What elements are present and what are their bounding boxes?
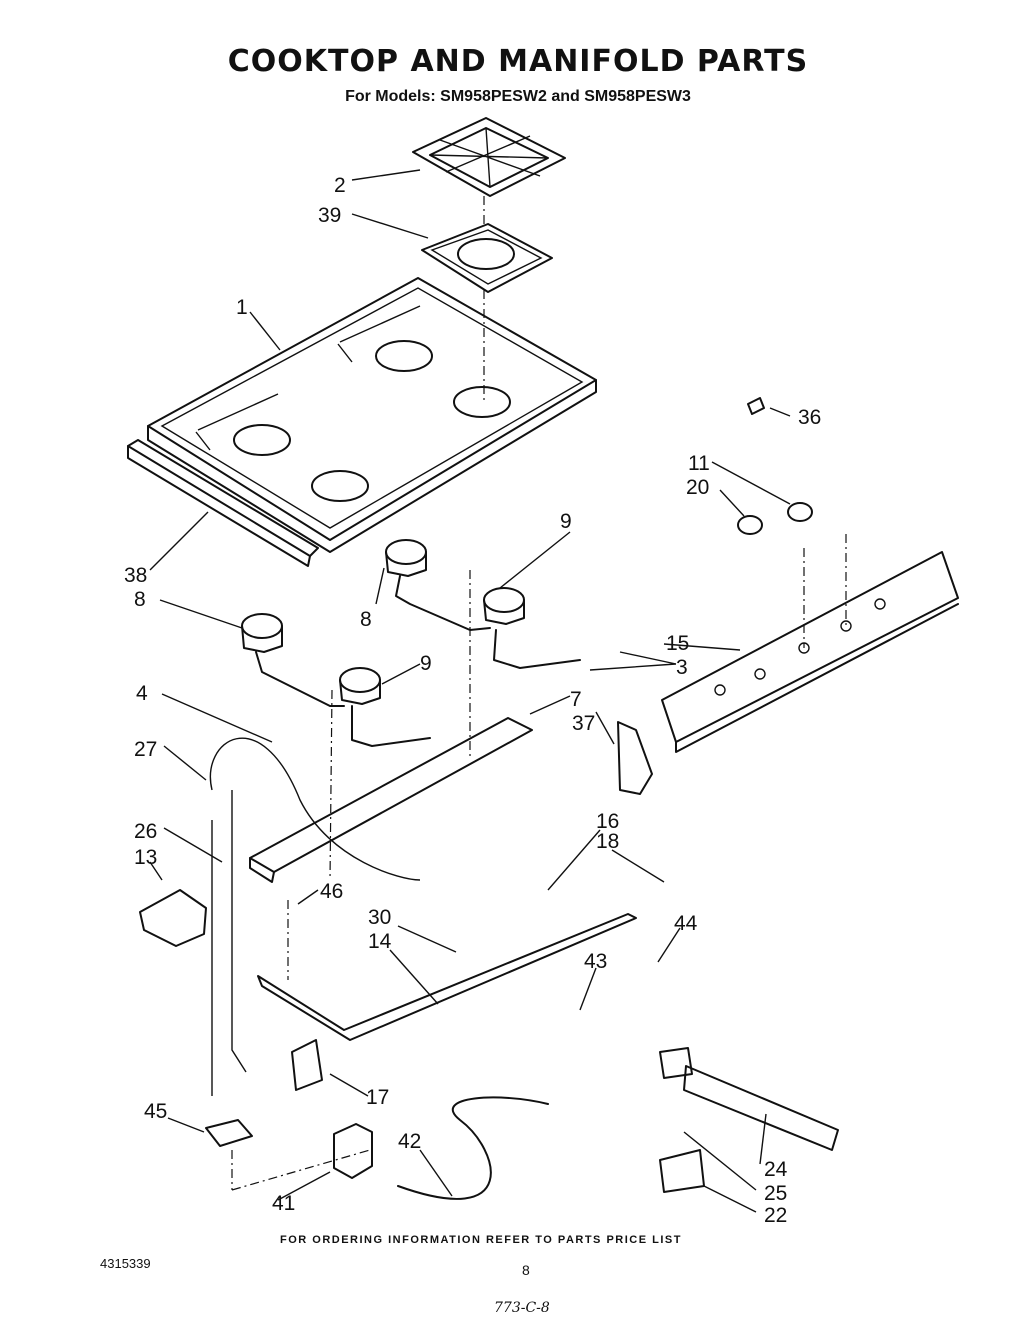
callout-numbers: 2 39 1 36 11 20 38 9 8 15 3 8 9 4 7 37 2… [124, 174, 821, 1227]
callout-30: 30 [368, 906, 391, 929]
callout-25: 25 [764, 1182, 787, 1205]
callout-3: 3 [676, 656, 688, 679]
callout-20: 20 [686, 476, 709, 499]
mounting-bracket [291, 1039, 323, 1091]
control-knobs [737, 397, 813, 535]
control-panel-rail [661, 551, 959, 753]
callout-38: 38 [124, 564, 147, 587]
callout-11: 11 [688, 452, 710, 475]
callout-2: 2 [334, 174, 346, 197]
pilot-tubing [211, 790, 247, 1096]
flexible-gas-line [397, 1096, 549, 1200]
front-trim-strip [127, 439, 319, 567]
callout-45: 45 [144, 1100, 167, 1123]
callout-7: 7 [570, 688, 582, 711]
callout-17: 17 [366, 1086, 389, 1109]
callout-26: 26 [134, 820, 157, 843]
callout-44: 44 [674, 912, 698, 935]
callout-13: 13 [134, 846, 157, 869]
callout-1: 1 [236, 296, 248, 319]
callout-16: 16 [596, 810, 619, 833]
page-title: COOKTOP AND MANIFOLD PARTS [227, 44, 809, 79]
callout-36: 36 [798, 406, 821, 429]
oven-burner-tube [257, 913, 637, 1041]
callout-27: 27 [134, 738, 157, 761]
callout-leaders [149, 169, 791, 1213]
callout-37: 37 [572, 712, 595, 735]
callout-14: 14 [368, 930, 392, 953]
callout-15: 15 [666, 632, 689, 655]
callout-24: 24 [764, 1158, 788, 1181]
cooktop-panel [147, 277, 597, 553]
callout-43: 43 [584, 950, 607, 973]
callout-39: 39 [318, 204, 341, 227]
side-bracket [617, 721, 653, 795]
callout-8-rear: 8 [360, 608, 372, 631]
callout-41: 41 [272, 1192, 295, 1215]
front-burner-assembly [241, 613, 431, 747]
manifold-bracket [249, 717, 533, 883]
burner-grate [412, 117, 566, 197]
page-number: 8 [522, 1262, 530, 1278]
oven-burner [659, 1047, 839, 1193]
callout-9-rear: 9 [560, 510, 572, 533]
ordering-info-note: FOR ORDERING INFORMATION REFER TO PARTS … [280, 1234, 682, 1246]
model-subtitle: For Models: SM958PESW2 and SM958PESW3 [345, 88, 691, 105]
thermostat-capillary [209, 737, 421, 881]
callout-22: 22 [764, 1204, 787, 1227]
callout-4: 4 [136, 682, 148, 705]
document-number: 4315339 [100, 1256, 151, 1271]
regulator-bracket [205, 1119, 253, 1147]
callout-46: 46 [320, 880, 343, 903]
callout-18: 18 [596, 830, 619, 853]
callout-8-front: 8 [134, 588, 146, 611]
callout-9-front: 9 [420, 652, 432, 675]
pressure-regulator [333, 1123, 373, 1179]
callout-42: 42 [398, 1130, 421, 1153]
burner-bowl [421, 223, 553, 293]
rear-burner-assembly [385, 539, 581, 669]
gas-valve [139, 889, 207, 947]
handwritten-code: 773-C-8 [494, 1300, 550, 1316]
